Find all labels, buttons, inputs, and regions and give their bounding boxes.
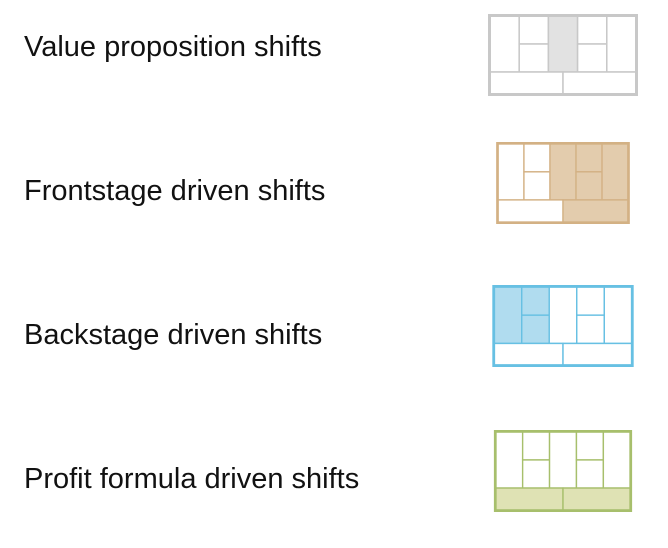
legend-label: Backstage driven shifts [24,319,323,351]
legend-label: Profit formula driven shifts [24,463,360,495]
canvas-block-key-activities [521,431,551,461]
canvas-block-key-resources [521,459,551,489]
canvas-block-channels [576,43,608,73]
canvas-block-customer-segments [606,15,637,73]
canvas-block-key-partners [495,431,524,489]
canvas-block-customer-segments [601,143,629,201]
canvas-block-revenue-streams [562,487,631,511]
canvas-block-value-propositions [547,15,579,73]
business-model-canvas-backstage-icon [492,285,634,367]
canvas-block-channels [576,314,605,345]
canvas-outer-frame [492,285,634,367]
canvas-block-revenue-streams [562,342,633,366]
canvas-block-key-partners [497,143,525,201]
canvas-block-revenue-streams [562,71,637,95]
canvas-block-revenue-streams [562,199,629,223]
canvas-block-key-resources [518,43,550,73]
canvas-block-customer-relationships [576,286,605,316]
canvas-block-key-activities [521,286,550,316]
canvas-block-cost-structure [493,342,564,366]
canvas-block-key-resources [523,171,551,201]
legend-label: Frontstage driven shifts [24,175,326,207]
legend-label: Value proposition shifts [24,31,322,63]
canvas-block-channels [575,459,605,489]
canvas-block-value-propositions [548,286,578,345]
canvas-block-channels [575,171,603,201]
canvas-block-customer-relationships [575,143,603,173]
canvas-block-key-partners [493,286,523,345]
canvas-block-customer-relationships [576,15,608,45]
business-model-canvas-profit-formula-icon [493,430,633,512]
canvas-outer-frame [496,142,630,224]
canvas-block-key-activities [523,143,551,173]
canvas-block-customer-segments [602,431,631,489]
canvas-block-value-propositions [549,143,577,201]
business-model-canvas-value-proposition-icon [488,14,638,96]
canvas-outer-frame [493,430,633,512]
canvas-block-key-resources [521,314,550,345]
canvas-block-key-activities [518,15,550,45]
canvas-outer-frame [488,14,638,96]
canvas-block-cost-structure [497,199,564,223]
canvas-block-customer-relationships [575,431,605,461]
canvas-block-key-partners [489,15,520,73]
canvas-block-cost-structure [495,487,564,511]
canvas-block-customer-segments [603,286,633,345]
canvas-block-cost-structure [489,71,564,95]
business-model-canvas-frontstage-icon [496,142,630,224]
canvas-block-value-propositions [548,431,578,489]
